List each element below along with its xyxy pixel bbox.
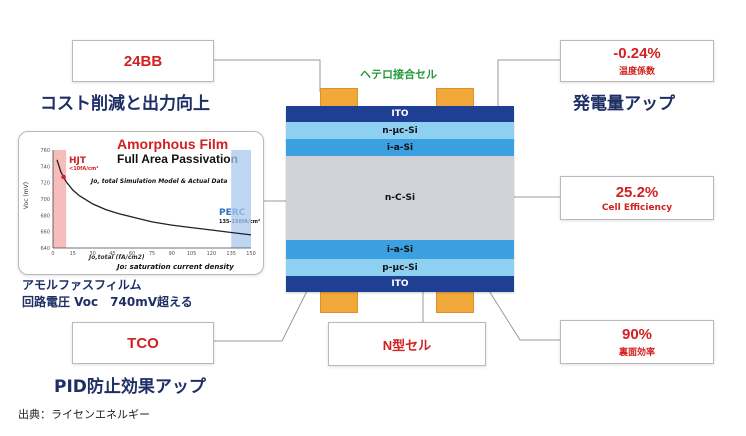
hjt-zone: [53, 150, 67, 248]
amorphous-caption-line2: 回路電圧 Voc 740mV超える: [22, 295, 193, 309]
amorphous-panel: Amorphous Film Full Area Passivation Jo,…: [18, 131, 264, 275]
x-tick-label: 135: [226, 251, 236, 257]
callout-tco: TCO: [72, 322, 214, 364]
connector-temp: [497, 59, 560, 112]
voc-curve: [56, 159, 252, 236]
hjt-label: HJT: [69, 156, 87, 166]
callout-bifacial: 90% 裏面効率: [560, 320, 714, 364]
y-tick-label: 720: [40, 181, 50, 187]
busbar-tab-bottom-right: [436, 291, 474, 313]
callout-busbar: 24BB: [72, 40, 214, 82]
amorphous-title: Amorphous Film: [117, 136, 229, 152]
tco-value: TCO: [127, 334, 159, 352]
callout-temp-coef: -0.24% 温度係数: [560, 40, 714, 82]
amorphous-caption-line1: アモルファスフィルム: [22, 278, 142, 292]
x-tick-label: 30: [89, 251, 95, 257]
x-tick-label: 75: [149, 251, 155, 257]
efficiency-sub: Cell Efficiency: [601, 202, 673, 213]
y-tick-label: 640: [40, 246, 50, 252]
y-tick-label: 740: [40, 164, 50, 170]
layer-i-a-si-bottom: i-a-Si: [286, 240, 514, 259]
layer-ito-top: ITO: [286, 106, 514, 122]
layer-ito-bottom: ITO: [286, 276, 514, 292]
x-tick-label: 90: [169, 251, 175, 257]
hjt-sub: <10fA/cm²: [69, 166, 99, 172]
x-tick-label: 150: [246, 251, 256, 257]
busbar-tab-bottom-left: [320, 291, 358, 313]
cell-stack: ITO n-μc-Si i-a-Si n-C-Si i-a-Si p-μc-Si…: [286, 106, 514, 292]
connector-bifacial: [485, 285, 560, 341]
cell-label: ヘテロ接合セル: [360, 68, 437, 81]
bifacial-sub: 裏面効率: [618, 348, 655, 358]
x-tick-label: 45: [109, 251, 115, 257]
y-tick-label: 700: [40, 197, 50, 203]
layer-n-uc-si: n-μc-Si: [286, 122, 514, 139]
amorphous-model-text: Jo, total Simulation Model & Actual Data: [91, 178, 228, 185]
y-tick-label: 760: [40, 148, 50, 154]
callout-n-type: N型セル: [328, 322, 486, 366]
x-axis-note: Jo: saturation current density: [117, 263, 234, 271]
tco-caption: PID防止効果アップ: [54, 377, 206, 397]
temp-coef-value: -0.24%: [613, 45, 661, 62]
efficiency-value: 25.2%: [615, 183, 659, 201]
x-tick-label: 105: [187, 251, 197, 257]
layer-i-a-si-top: i-a-Si: [286, 139, 514, 156]
y-tick-label: 660: [40, 230, 50, 236]
x-tick-label: 0: [51, 251, 54, 257]
connector-tco: [182, 284, 311, 342]
y-tick-label: 680: [40, 213, 50, 219]
x-tick-label: 15: [70, 251, 76, 257]
n-type-value: N型セル: [382, 337, 432, 353]
amorphous-subtitle: Full Area Passivation: [117, 152, 238, 166]
source-note: 出典：ライセンエネルギー: [18, 408, 150, 421]
x-tick-label: 60: [129, 251, 135, 257]
voc-chart: 640 660 680 700 720 740 760 0 15 30 45 60 75 90 105 120…: [40, 148, 256, 257]
hjt-marker: [61, 174, 66, 180]
callout-efficiency: 25.2% Cell Efficiency: [560, 176, 714, 220]
layer-n-c-si: n-C-Si: [286, 156, 514, 240]
x-tick-label: 120: [207, 251, 217, 257]
perc-zone: [231, 150, 251, 248]
temp-coef-caption: 発電量アップ: [573, 94, 675, 114]
temp-coef-sub: 温度係数: [618, 67, 655, 77]
busbar-value: 24BB: [123, 52, 163, 70]
bifacial-value: 90%: [621, 326, 653, 343]
busbar-caption: コスト削減と出力向上: [40, 94, 210, 114]
layer-p-uc-si: p-μc-Si: [286, 259, 514, 276]
x-axis-label: Jo,total (fA/cm2): [89, 254, 145, 261]
